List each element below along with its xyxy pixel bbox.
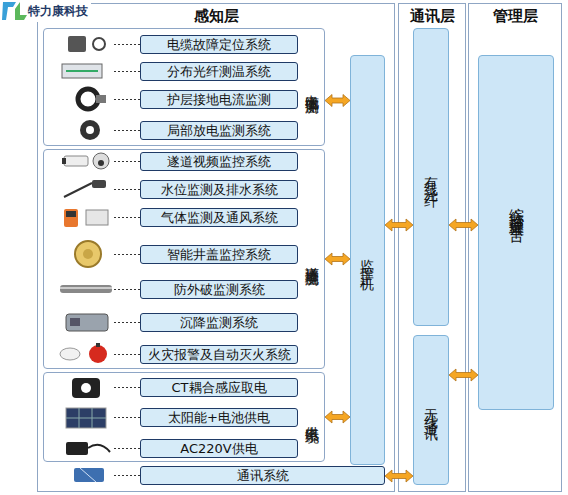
node-label: AC220V供电 xyxy=(180,440,257,458)
node-label: 电缆故障定位系统 xyxy=(167,36,271,54)
group-box: 电缆本体监测 电缆故障定位系统分布光纤测温系统护层接地电流监测局部放电监测系统 xyxy=(43,28,325,146)
node-label: 综合监控管理平台 xyxy=(507,195,526,271)
node-label: 电缆本体监测 xyxy=(303,84,321,90)
layer-column: 感知层电缆本体监测 电缆故障定位系统分布光纤测温系统护层接地电流监测局部放电监测系… xyxy=(37,3,395,492)
double-arrow xyxy=(385,470,413,482)
company-logo: 特力康科技 xyxy=(2,0,91,22)
double-arrow xyxy=(385,219,413,231)
node-label: 感知层 xyxy=(38,7,394,26)
node-label: 护层接地电流监测 xyxy=(167,91,271,109)
group-box: 供电系统 CT耦合感应取电太阳能+电池供电 AC220V供电 xyxy=(43,372,325,462)
layer-column: 管理层综合监控管理平台 xyxy=(468,3,562,492)
node-label: CT耦合感应取电 xyxy=(171,379,266,397)
node-label: 气体监测及通风系统 xyxy=(161,209,278,227)
system-box: 电缆故障定位系统 xyxy=(140,35,298,54)
system-box: 分布光纤测温系统 xyxy=(140,62,298,81)
layer-column: 通讯层有线光纤无线通讯 xyxy=(398,3,466,492)
node-label: 管理层 xyxy=(469,7,561,26)
node-label: 分布光纤测温系统 xyxy=(167,63,271,81)
node-label: 供电系统 xyxy=(303,415,321,419)
double-arrow xyxy=(325,253,350,265)
double-arrow xyxy=(325,95,350,107)
system-box: AC220V供电 xyxy=(140,439,298,458)
node-label: 水位监测及排水系统 xyxy=(161,181,278,199)
system-box: 火灾报警及自动灭火系统 xyxy=(140,345,298,364)
system-box: 遂道视频监控系统 xyxy=(140,152,298,171)
system-box: 局部放电监测系统 xyxy=(140,121,298,140)
logo-mark xyxy=(2,0,28,22)
node-label: 通讯层 xyxy=(399,7,465,26)
tall-box: 有线光纤 xyxy=(413,28,449,326)
system-box: 通讯系统 xyxy=(140,466,385,485)
node-label: 沉降监测系统 xyxy=(180,314,258,332)
node-label: 通讯系统 xyxy=(237,467,289,485)
platform-box: 综合监控管理平台 xyxy=(478,55,554,410)
tall-box: 无线通讯 xyxy=(413,335,449,485)
system-box: 太阳能+电池供电 xyxy=(140,408,298,427)
node-label: 火灾报警及自动灭火系统 xyxy=(148,346,291,364)
node-label: 防外破监测系统 xyxy=(174,281,265,299)
node-label: 有线光纤 xyxy=(422,165,440,189)
system-box: 防外破监测系统 xyxy=(140,280,298,299)
system-box: 沉降监测系统 xyxy=(140,313,298,332)
double-arrow xyxy=(325,411,350,423)
system-box: 气体监测及通风系统 xyxy=(140,208,298,227)
node-label: 局部放电监测系统 xyxy=(167,122,271,140)
system-box: 护层接地电流监测 xyxy=(140,90,298,109)
group-box: 遂道环境监测 遂道视频监控系统水位监测及排水系统气体监测及通风系统智能井盖监控系统… xyxy=(43,149,325,369)
double-arrow xyxy=(449,219,478,231)
system-box: CT耦合感应取电 xyxy=(140,378,298,397)
node-label: 无线通讯 xyxy=(422,398,440,422)
node-label: 遂道环境监测 xyxy=(303,256,321,262)
double-arrow xyxy=(449,369,478,381)
node-label: 智能井盖监控系统 xyxy=(167,246,271,264)
system-box: 水位监测及排水系统 xyxy=(140,180,298,199)
company-name: 特力康科技 xyxy=(28,3,88,20)
node-label: 太阳能+电池供电 xyxy=(168,409,270,427)
system-box: 智能井盖监控系统 xyxy=(140,245,298,264)
tall-box: 监控主机 xyxy=(350,55,385,465)
node-label: 监控主机 xyxy=(359,248,377,272)
node-label: 遂道视频监控系统 xyxy=(167,153,271,171)
